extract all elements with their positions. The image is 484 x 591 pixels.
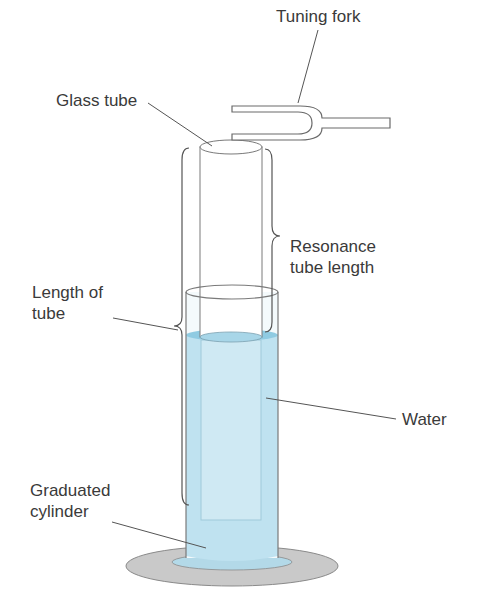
cylinder-rim: [186, 285, 278, 299]
water-body: [186, 335, 278, 561]
fork-label: Tuning fork: [276, 6, 396, 27]
glass-tube: [200, 147, 262, 337]
submerged-tube: [201, 340, 261, 520]
resonance-brace: [265, 149, 280, 332]
resonance-label: Resonance tube length: [290, 236, 400, 278]
length-brace: [174, 148, 189, 505]
tube-label: Glass tube: [56, 90, 156, 111]
tuning-fork: [232, 106, 390, 140]
cylinder-label: Graduated cylinder: [30, 480, 122, 522]
water-label: Water: [402, 409, 472, 430]
tube-water-level: [200, 332, 262, 342]
length-label: Length of tube: [32, 282, 110, 324]
tube-top-opening: [200, 140, 262, 154]
